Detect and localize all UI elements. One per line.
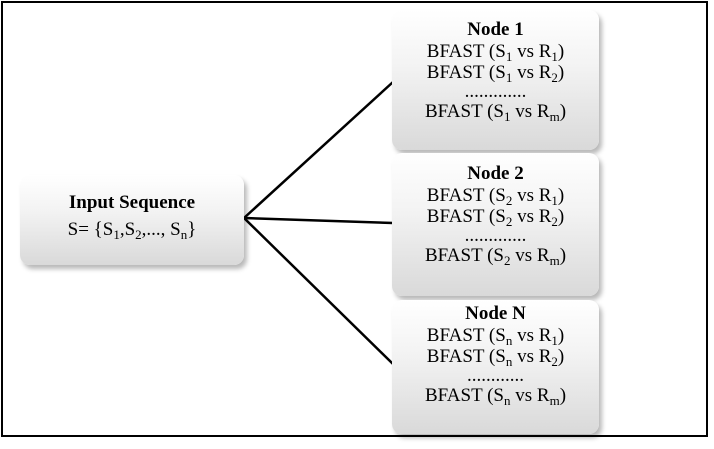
node-1-box: Node 1 BFAST (S1 vs R1) BFAST (S1 vs R2)… bbox=[392, 10, 599, 150]
node-task-row: BFAST (S1 vs Rm) bbox=[424, 101, 567, 124]
connector-to-node-1 bbox=[243, 81, 394, 219]
node-2-box: Node 2 BFAST (S2 vs R1) BFAST (S2 vs R2)… bbox=[392, 153, 599, 296]
node-task-row: BFAST (S2 vs R1) bbox=[426, 185, 565, 208]
node-task-row: BFAST (S2 vs R2) bbox=[426, 206, 565, 229]
input-sequence-title: Input Sequence bbox=[68, 192, 196, 213]
connector-to-node-n bbox=[243, 217, 394, 365]
node-task-row: BFAST (S2 vs Rm) bbox=[424, 245, 567, 268]
node-n-box: Node N BFAST (Sn vs R1) BFAST (Sn vs R2)… bbox=[392, 300, 599, 434]
node-task-row: BFAST (Sn vs R1) bbox=[426, 325, 565, 348]
node-task-ellipsis: ............. bbox=[464, 225, 527, 246]
input-sequence-box: Input Sequence S= {S1,S2,..., Sn} bbox=[20, 175, 244, 265]
node-task-ellipsis: ............ bbox=[467, 365, 524, 386]
node-title: Node 2 bbox=[467, 163, 524, 184]
input-sequence-set: S= {S1,S2,..., Sn} bbox=[67, 219, 197, 242]
node-task-row: BFAST (S1 vs R2) bbox=[426, 62, 565, 85]
node-title: Node N bbox=[465, 303, 526, 324]
connector-to-node-2 bbox=[243, 216, 394, 225]
node-task-ellipsis: ............. bbox=[464, 81, 527, 102]
node-title: Node 1 bbox=[467, 19, 524, 40]
node-task-row: BFAST (Sn vs R2) bbox=[426, 346, 565, 369]
node-task-row: BFAST (Sn vs Rm) bbox=[424, 385, 567, 408]
node-task-row: BFAST (S1 vs R1) bbox=[426, 41, 565, 64]
